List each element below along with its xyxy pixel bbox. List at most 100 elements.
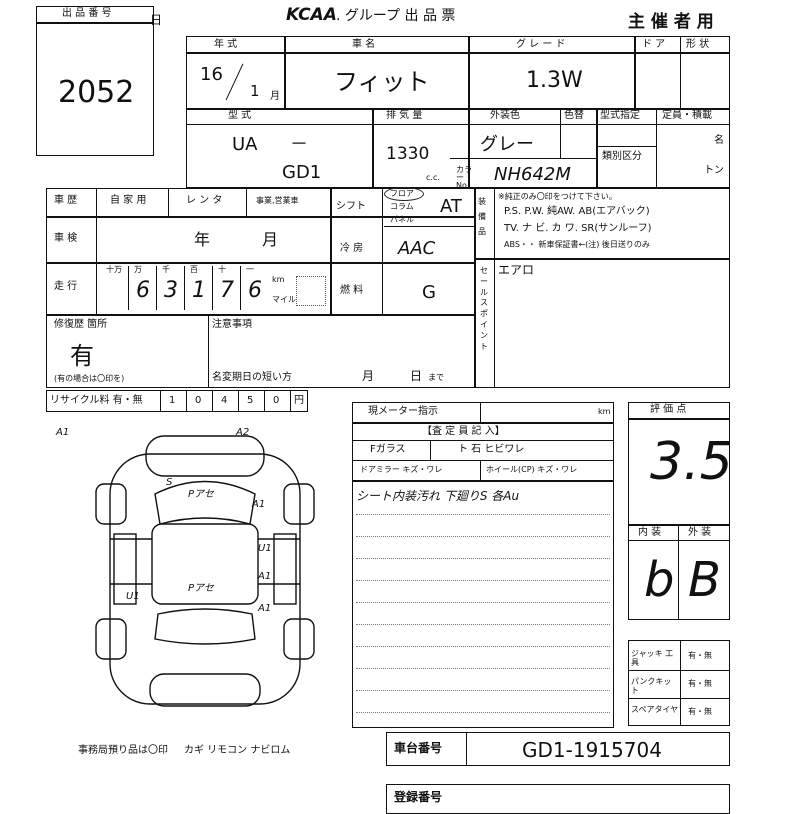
accessory-value: 有・無 xyxy=(688,679,712,688)
recycle-digit: 0 xyxy=(195,395,202,406)
recycle-unit: 円 xyxy=(294,395,304,406)
cert-label: 型式指定 xyxy=(600,110,640,121)
inspector-title: 【査 定 員 記 入】 xyxy=(422,426,505,437)
comment-line xyxy=(356,602,610,603)
inspection-year: 年 xyxy=(194,230,211,249)
accessory-label: パンクキット xyxy=(631,677,672,695)
repair-label: 修復歴 箇所 xyxy=(54,319,108,330)
mileage-unit-label: 千 xyxy=(162,265,170,274)
mileage-divider xyxy=(240,266,241,310)
recycle-digit: 1 xyxy=(169,395,176,406)
repair-value: 有 xyxy=(70,342,94,370)
color-label: 外装色 xyxy=(490,110,520,121)
equipment-note: ※純正のみ〇印をつけて下さい。 xyxy=(498,192,617,201)
windshield xyxy=(154,480,256,525)
equipment-line-3: ABS・・ 新車保証書←(注) 後日送りのみ xyxy=(504,240,650,249)
recycle-divider xyxy=(264,390,265,412)
equipment-line-2: TV. ナ ビ. カ ワ. SR(サンルーフ) xyxy=(504,223,652,234)
rating-box xyxy=(628,402,730,620)
cc-unit: c.c. xyxy=(426,173,440,182)
comment-line xyxy=(356,558,610,559)
wheel-rear-left xyxy=(95,618,127,660)
recycle-digit: 4 xyxy=(221,395,228,406)
mileage-digit: 6 xyxy=(248,278,262,303)
car-body-outline xyxy=(109,453,301,705)
sales-point-label: セールスポイント xyxy=(480,266,488,351)
interior-label: 内 装 xyxy=(638,527,662,538)
year-label: 年 式 xyxy=(214,39,238,50)
damage-mark: Pアセ xyxy=(188,489,214,500)
damage-mark: U1 xyxy=(258,543,272,554)
rating-label: 評 価 点 xyxy=(650,404,687,415)
door-label: ド ア xyxy=(642,39,666,50)
month-value: 1 xyxy=(250,82,260,100)
rating-score: 3.5 xyxy=(650,432,733,492)
accessory-label: ジャッキ 工具 xyxy=(631,649,674,667)
lot-side-char: 日 xyxy=(150,13,163,27)
comment-line xyxy=(356,668,610,669)
recycle-box xyxy=(46,390,308,412)
deadline-label: 名変期日の短い方 xyxy=(212,372,292,383)
mileage-divider xyxy=(156,266,157,310)
wheel-rear-right xyxy=(283,618,315,660)
fuel-value: G xyxy=(422,282,436,303)
brand-logo: KCAA xyxy=(286,5,337,25)
mileage-unit-label: 万 xyxy=(134,265,142,274)
history-business: 事業,営業車 xyxy=(256,196,299,205)
history-rental: レ ン タ xyxy=(186,195,223,206)
inspector-comment: シート内装汚れ 下廻りS 各Au xyxy=(356,489,520,503)
damage-mark: U1 xyxy=(126,591,140,602)
equipment-label: 装備品 xyxy=(478,197,486,237)
capacity-label: 定員・積載 xyxy=(662,110,712,121)
sales-point-value: エアロ xyxy=(498,263,535,277)
accessory-value: 有・無 xyxy=(688,707,712,716)
deadline-month: 月 xyxy=(362,369,375,383)
model-code: GD1 xyxy=(282,162,322,183)
shift-label: シフト xyxy=(336,201,366,212)
model-dash: － xyxy=(290,134,308,155)
shape-label: 形 状 xyxy=(686,39,710,50)
wheel-front-right xyxy=(283,483,315,525)
glass-label: Fガラス xyxy=(370,444,406,455)
mileage-mile: マイル xyxy=(272,295,296,304)
rear-window xyxy=(154,608,256,645)
lot-number-label: 出 品 番 号 xyxy=(62,8,112,19)
mileage-unit-label: 一 xyxy=(246,265,254,274)
ton-unit: トン xyxy=(704,165,724,176)
recycle-divider xyxy=(238,390,239,412)
recycle-divider xyxy=(160,390,161,412)
grade-value: 1.3W xyxy=(526,68,583,93)
form-title: . グループ 出 品 票 xyxy=(336,8,456,24)
deadline-day: 日 xyxy=(410,369,423,383)
exterior-label: 外 装 xyxy=(688,527,712,538)
wheel-front-left xyxy=(95,483,127,525)
meter-label: 現メーター指示 xyxy=(368,406,438,417)
caution-label: 注意事項 xyxy=(212,319,252,330)
class-label: 類別区分 xyxy=(602,151,642,162)
ac-label: 冷 房 xyxy=(340,243,364,254)
mileage-divider xyxy=(184,266,185,310)
mileage-label: 走 行 xyxy=(54,281,78,292)
car-damage-diagram xyxy=(95,435,315,707)
mileage-digit: 6 xyxy=(136,278,150,303)
rear-bumper xyxy=(149,673,261,707)
comment-line xyxy=(356,646,610,647)
inspection-label: 車 検 xyxy=(54,233,78,244)
damage-mark: S xyxy=(166,477,173,488)
model-label: 型 式 xyxy=(228,110,252,121)
damage-mark: A1 xyxy=(252,499,266,510)
comment-line xyxy=(356,624,610,625)
damage-mark: A1 xyxy=(56,427,70,438)
color-change-label: 色替 xyxy=(564,110,584,121)
repair-note: (有の場合は〇印を) xyxy=(54,374,125,383)
history-private: 自 家 用 xyxy=(110,195,147,206)
equipment-line-1: P.S. P.W. 純AW. AB(エアバック) xyxy=(504,206,650,217)
grade-label: グ レ ー ド xyxy=(516,39,566,50)
shift-panel: パネル xyxy=(390,215,414,224)
month-unit: 月 xyxy=(270,91,280,102)
fuel-label: 燃 料 xyxy=(340,285,364,296)
recycle-divider xyxy=(186,390,187,412)
color-value: グレー xyxy=(480,134,534,155)
recycle-divider xyxy=(290,390,291,412)
door-right xyxy=(273,533,297,605)
